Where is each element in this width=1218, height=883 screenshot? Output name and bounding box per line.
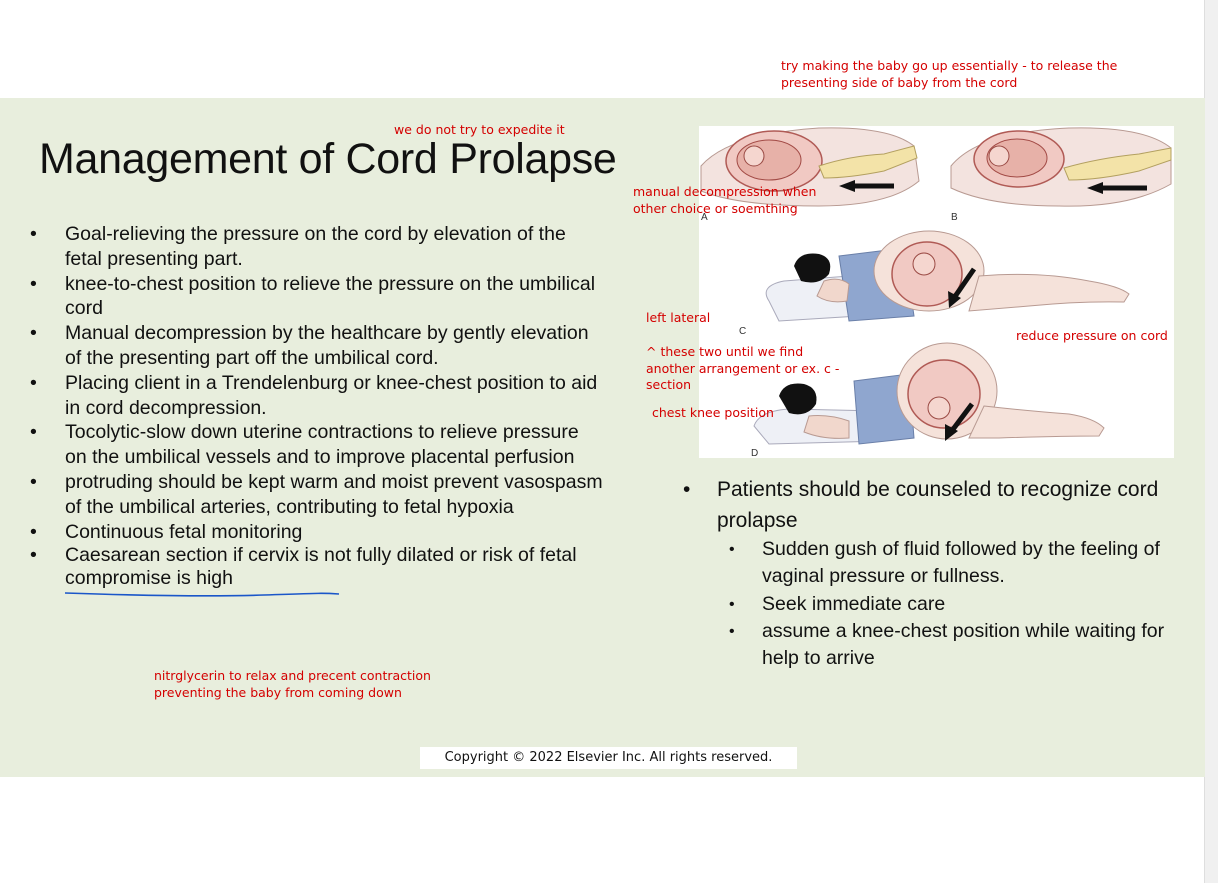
sub-bullet-item: Seek immediate care: [729, 591, 1173, 619]
figure-label-b: B: [951, 212, 958, 223]
right-bullet-list: Patients should be counseled to recogniz…: [683, 474, 1173, 672]
bullet-item: Tocolytic-slow down uterine contractions…: [30, 420, 605, 470]
figure-label-c: C: [739, 326, 746, 337]
left-bullet-list: Goal-relieving the pressure on the cord …: [30, 222, 605, 590]
annotation-title-note: we do not try to expedite it: [394, 122, 565, 137]
panel-c-illustration: [765, 230, 1130, 322]
sub-bullet-item: assume a knee-chest position while waiti…: [729, 618, 1173, 673]
annotation-manual-decompression: manual decompression when other choice o…: [633, 184, 817, 216]
bullet-item: Patients should be counseled to recogniz…: [683, 474, 1173, 536]
bullet-item: Goal-relieving the pressure on the cord …: [30, 222, 605, 272]
panel-b-illustration: [950, 127, 1172, 207]
figure-label-d: D: [751, 448, 758, 458]
vertical-scrollbar[interactable]: [1204, 0, 1218, 883]
annotation-nitroglycerin: nitrglycerin to relax and precent contra…: [154, 668, 431, 700]
sub-bullet-list: Sudden gush of fluid followed by the fee…: [683, 536, 1173, 672]
figure-label-a: A: [701, 212, 708, 223]
cord-prolapse-positions-illustration: A B C D: [699, 126, 1174, 459]
bullet-item: knee-to-chest position to relieve the pr…: [30, 272, 605, 322]
annotation-these-two: ^ these two until we find another arrang…: [646, 344, 840, 392]
bullet-item-monitoring: Continuous fetal monitoring: [30, 520, 605, 545]
panel-d-illustration: [753, 342, 1105, 445]
sub-bullet-item: Sudden gush of fluid followed by the fee…: [729, 536, 1173, 591]
annotation-top-right: try making the baby go up essentially - …: [781, 58, 1118, 90]
annotation-reduce-pressure: reduce pressure on cord: [1016, 328, 1168, 343]
slide-title: Management of Cord Prolapse: [39, 135, 617, 183]
bullet-item: protruding should be kept warm and moist…: [30, 470, 605, 520]
ink-underline: [64, 592, 340, 597]
bullet-item: Placing client in a Trendelenburg or kne…: [30, 371, 605, 421]
bullet-item: Caesarean section if cervix is not fully…: [30, 544, 605, 590]
annotation-left-lateral: left lateral: [646, 310, 711, 325]
bullet-item: Manual decompression by the healthcare b…: [30, 321, 605, 371]
panel-a-illustration: [700, 127, 920, 207]
annotation-chest-knee: chest knee position: [652, 405, 774, 420]
copyright-notice: Copyright © 2022 Elsevier Inc. All right…: [420, 747, 797, 769]
